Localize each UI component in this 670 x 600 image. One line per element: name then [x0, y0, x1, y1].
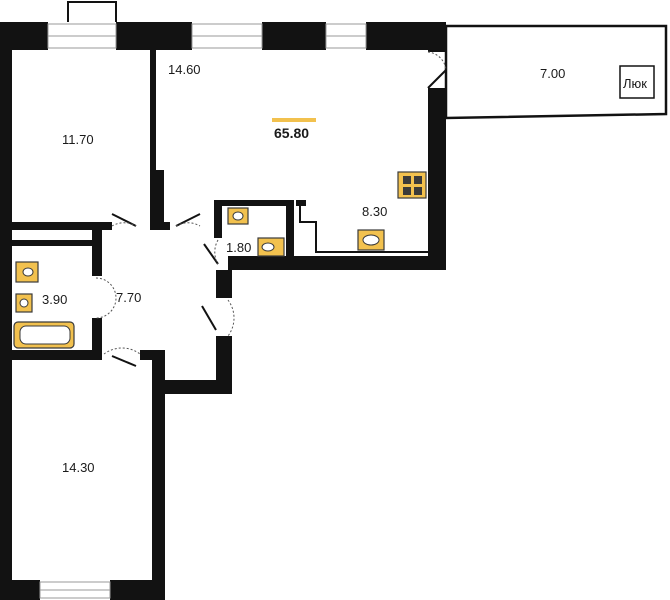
room-area-living: 14.60: [168, 62, 201, 77]
loggia: [444, 24, 668, 120]
room-area-loggia: 7.00: [540, 66, 565, 81]
labels: 65.80 11.70 14.60 7.00 8.30 1.80 3.90 7.…: [42, 62, 647, 475]
walls: [0, 22, 446, 600]
hatch-label: Люк: [623, 76, 647, 91]
windows: [39, 1, 367, 599]
room-area-bedroom-top: 11.70: [62, 132, 94, 147]
room-area-wc: 1.80: [226, 240, 251, 255]
hatch-box: [619, 65, 655, 99]
room-area-kitchen: 8.30: [362, 204, 387, 219]
total-area-accent: [272, 118, 316, 122]
total-area: 65.80: [274, 125, 309, 141]
room-area-hall: 7.70: [116, 290, 141, 305]
room-area-bedroom-bottom: 14.30: [62, 460, 95, 475]
doors: [95, 51, 447, 367]
fixtures: [13, 118, 427, 349]
room-area-bathroom: 3.90: [42, 292, 67, 307]
